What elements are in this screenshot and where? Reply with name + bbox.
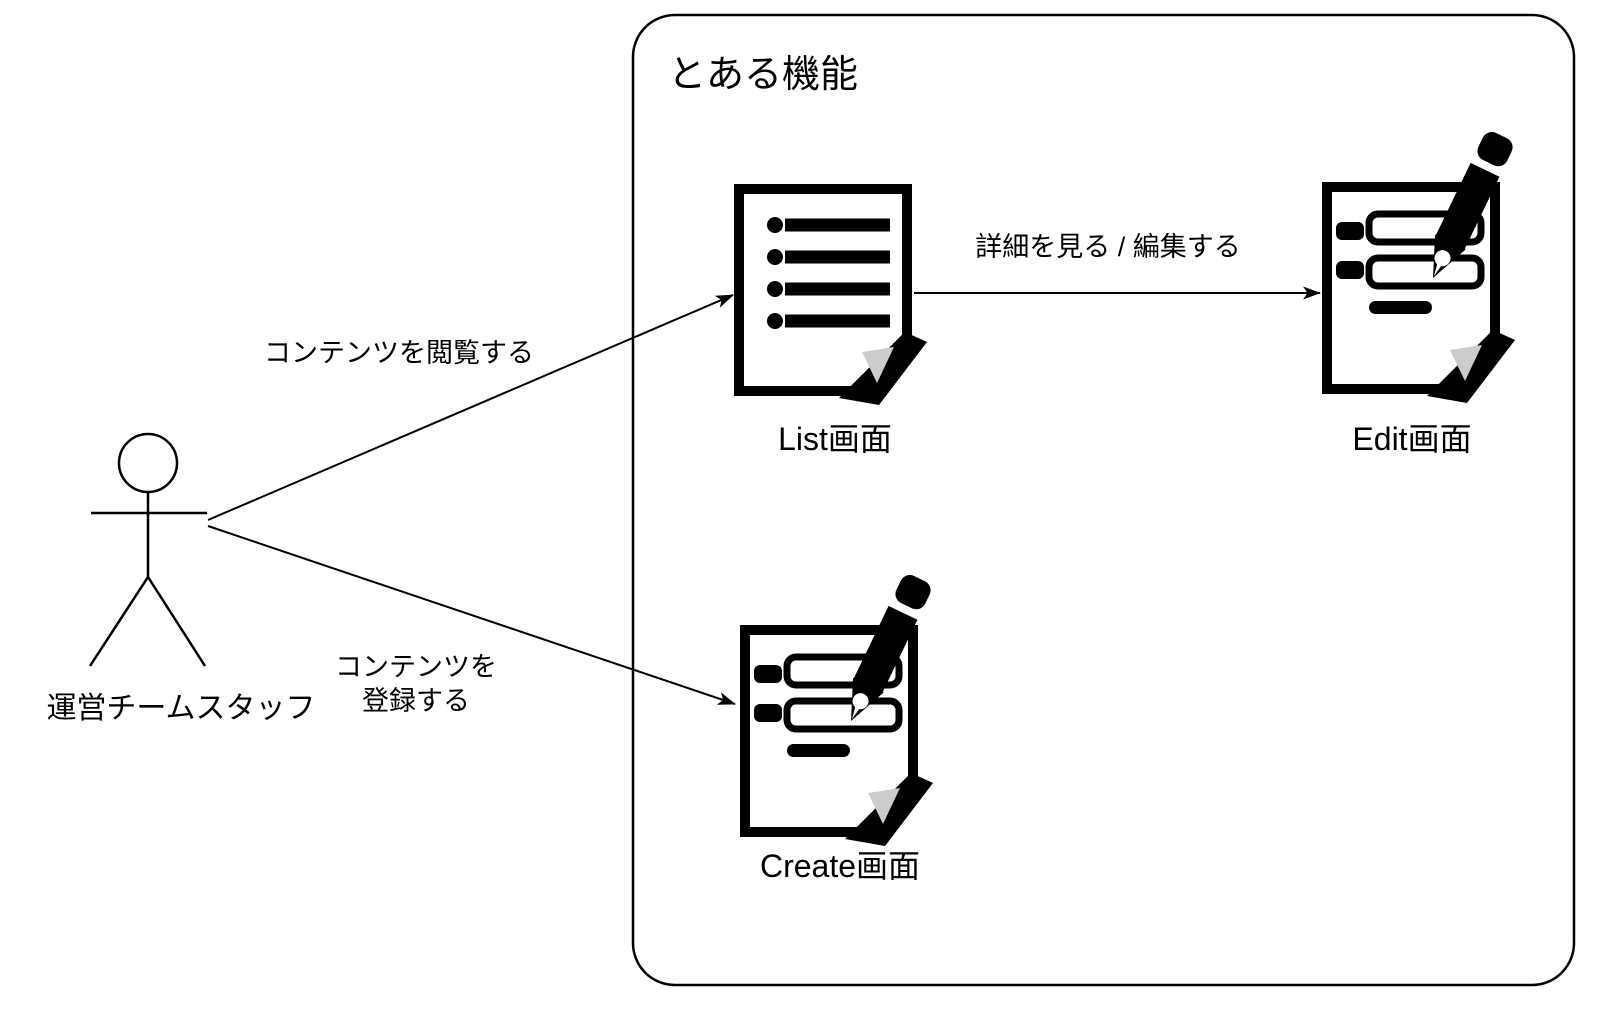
actor-label: 運営チームスタッフ [46, 692, 315, 725]
system-boundary-title: とある機能 [668, 54, 858, 96]
edge-register-contents-label-line2: 登録する [362, 686, 470, 716]
edge-browse-contents-label: コンテンツを閲覧する [264, 338, 534, 368]
actor-leg-right [146, 576, 207, 667]
actor-head [117, 432, 179, 494]
edge-register-contents [207, 525, 736, 705]
edge-browse-contents [207, 294, 734, 521]
edit-screen-label: Edit画面 [1352, 421, 1471, 457]
create-screen-label: Create画面 [760, 848, 920, 884]
edge-register-contents-label-line1: コンテンツを [335, 652, 497, 682]
list-screen-label: List画面 [778, 421, 892, 457]
system-boundary-box [631, 13, 1576, 987]
actor-figure [88, 432, 207, 667]
list-screen-node [739, 189, 927, 405]
actor-leg-left [88, 576, 150, 667]
edge-view-detail-edit-label: 詳細を見る / 編集する [975, 232, 1241, 262]
